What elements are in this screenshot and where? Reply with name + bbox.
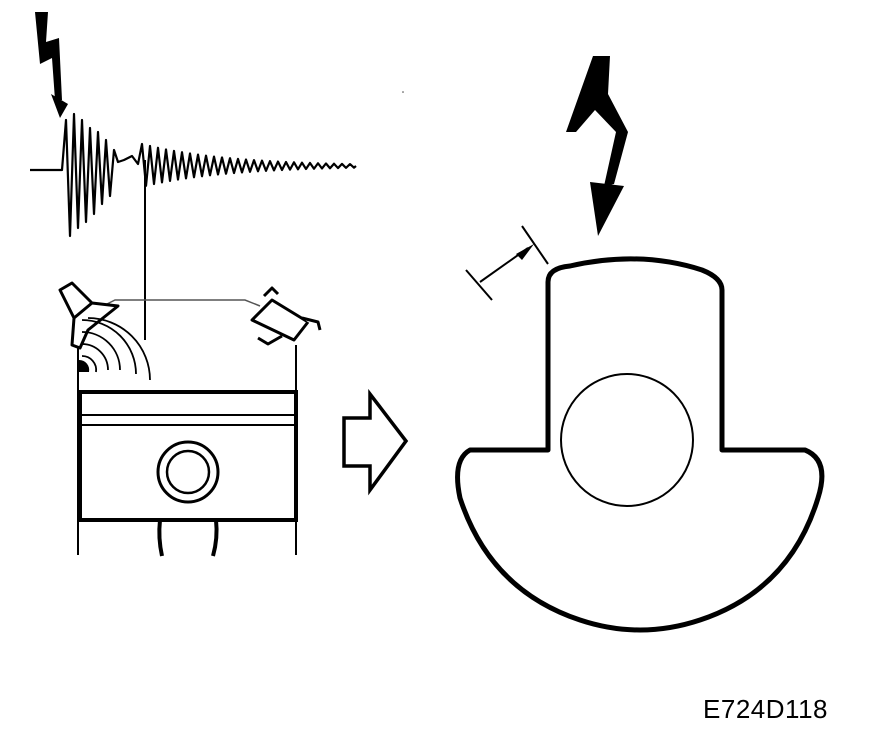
cylinder-head-outline [104, 299, 261, 307]
clearance-arrowhead [516, 244, 534, 260]
pressure-wave-arcs [81, 317, 151, 381]
injector-icon [250, 286, 322, 346]
figure-reference-code: E724D118 [703, 694, 828, 724]
pressure-wave-filled [79, 359, 90, 372]
piston-pin-inner [165, 449, 211, 495]
clearance-dimension [465, 225, 549, 301]
hollow-right-arrow-icon [342, 388, 409, 496]
wrist-pin-bore [560, 373, 694, 507]
piston-crown-section [455, 256, 825, 633]
spark-plug-icon [58, 281, 120, 350]
right-lightning-bolt-icon [566, 56, 628, 236]
piston [78, 390, 298, 522]
knock-waveform [30, 112, 357, 238]
connecting-rod [157, 519, 219, 557]
left-lightning-bolt-icon [35, 12, 68, 118]
